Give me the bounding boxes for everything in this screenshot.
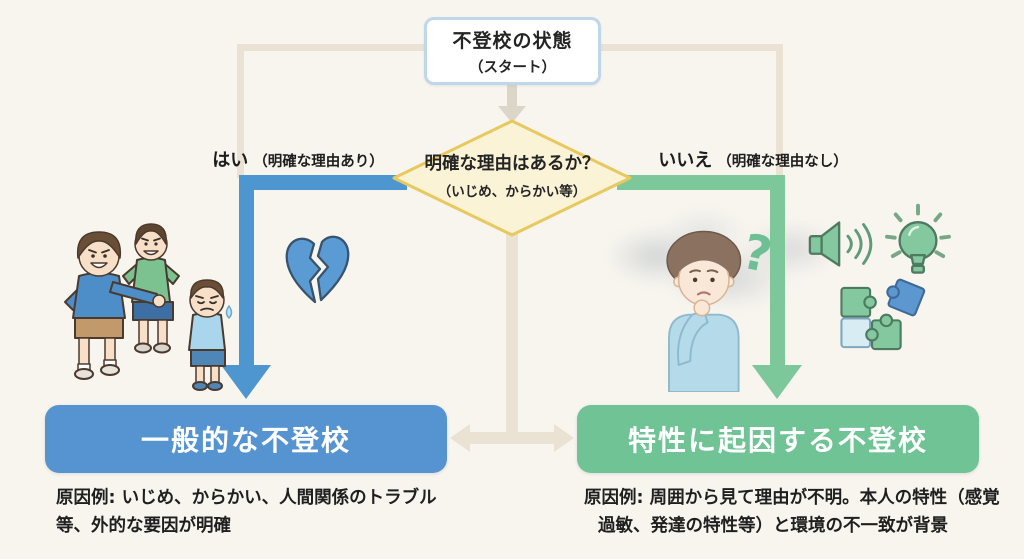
trait-refusal-box: 特性に起因する不登校 [577, 405, 979, 473]
bullying-children-illustration [64, 223, 233, 391]
caption-line: 過敏、発達の特性等）と環境の不一致が背景 [598, 516, 948, 536]
no-arrow-horizontal [617, 175, 785, 190]
yes-arrow-vertical [239, 175, 254, 367]
no-branch-label: いいえ （明確な理由なし） [630, 146, 876, 172]
background-connector-right [776, 44, 783, 178]
general-refusal-title: 一般的な不登校 [140, 424, 351, 457]
no-label-note: （明確な理由なし） [717, 154, 848, 170]
center-connector-arm-right [510, 432, 556, 444]
yes-label-note: （明確な理由あり） [253, 154, 384, 170]
start-node: 不登校の状態 （スタート） [424, 17, 601, 85]
puzzle-pieces-icon [840, 278, 926, 351]
yes-arrowhead-icon [221, 365, 271, 399]
background-connector-left [237, 44, 244, 178]
decision-example: （いじめ、からかい等） [437, 184, 587, 200]
start-title: 不登校の状態 [452, 29, 573, 52]
trait-refusal-caption: 原因例: 周囲から見て理由が不明。本人の特性（感覚 過敏、発達の特性等）と環境の… [584, 484, 1010, 540]
general-refusal-caption: 原因例: いじめ、からかい、人間関係のトラブル 等、外的な要因が明確 [56, 484, 486, 540]
yes-label-text: はい [212, 150, 249, 171]
trait-refusal-title: 特性に起因する不登校 [627, 424, 928, 457]
speaker-sound-icon [808, 221, 873, 267]
general-refusal-box: 一般的な不登校 [45, 405, 447, 473]
confused-boy-illustration: ? [666, 224, 777, 392]
center-connector-arrow-left-icon [450, 424, 470, 452]
caption-line: 等、外的な要因が明確 [56, 516, 231, 536]
center-connector-arrow-right-icon [554, 424, 574, 452]
no-arrowhead-icon [752, 365, 802, 399]
caption-line: 原因例: 周囲から見て理由が不明。本人の特性（感覚 [584, 488, 1000, 508]
decision-diamond [392, 119, 632, 237]
caption-line: 原因例: いじめ、からかい、人間関係のトラブル [56, 488, 437, 508]
tear-drop-icon [225, 304, 233, 320]
no-arrow-vertical [770, 175, 785, 367]
center-connector-arm-left [468, 432, 514, 444]
start-to-decision-arrow [507, 85, 517, 108]
question-mark-icon: ? [738, 224, 777, 285]
decision-question: 明確な理由はあるか？ [424, 154, 600, 174]
broken-heart-icon [285, 235, 350, 304]
yes-arrow-horizontal [239, 175, 407, 190]
start-subtitle: （スタート） [469, 59, 556, 76]
start-to-decision-arrowhead-icon [498, 106, 526, 123]
no-label-text: いいえ [658, 150, 713, 171]
yes-branch-label: はい （明確な理由あり） [186, 146, 410, 172]
center-connector-stem [506, 233, 518, 433]
lightbulb-icon [885, 203, 951, 274]
decision-text: 明確な理由はあるか？ （いじめ、からかい等） [392, 150, 632, 200]
